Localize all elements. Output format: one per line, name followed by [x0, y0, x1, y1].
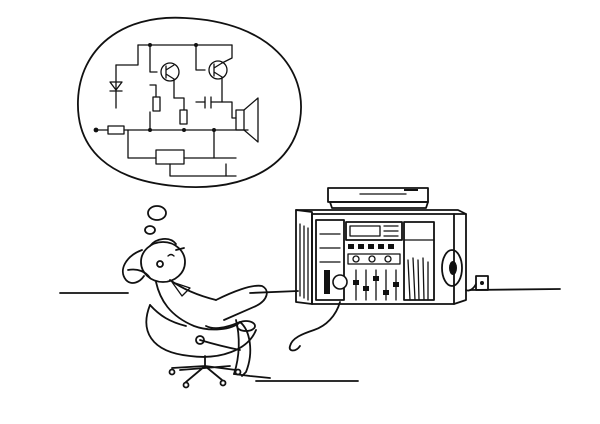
swivel-chair-icon	[145, 304, 257, 389]
reclining-person-icon	[121, 238, 271, 379]
speaker-icon	[441, 249, 463, 287]
wall-socket-icon	[465, 275, 489, 292]
floor-lines	[59, 288, 561, 382]
stereo-system-icon	[295, 209, 467, 305]
circuit-schematic-icon	[93, 43, 259, 177]
thought-bubble-icon	[77, 16, 302, 235]
turntable-icon	[327, 187, 429, 209]
cable-icon	[288, 301, 341, 352]
